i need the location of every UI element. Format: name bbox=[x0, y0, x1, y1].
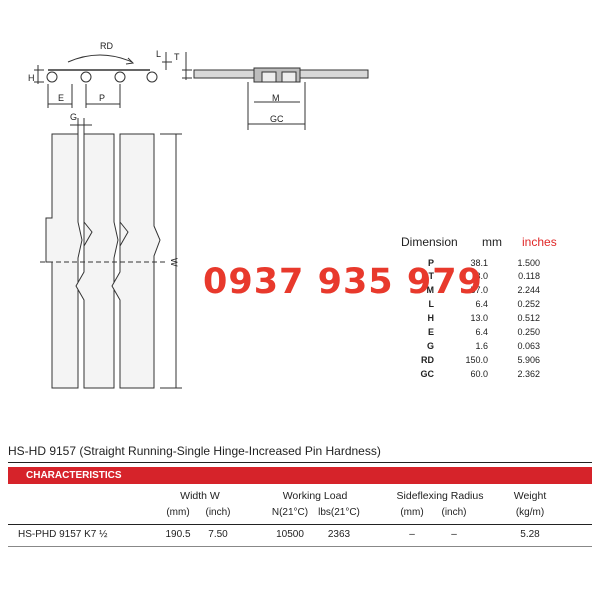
title-divider bbox=[8, 462, 592, 463]
cell-weight: 5.28 bbox=[520, 529, 540, 540]
subheader-width-inch: (inch) bbox=[205, 507, 231, 518]
cell-width-mm: 190.5 bbox=[165, 529, 191, 540]
subheader-weight-unit: (kg/m) bbox=[515, 507, 545, 518]
label-g: G bbox=[70, 112, 77, 122]
label-h: H bbox=[28, 73, 35, 83]
cell-load-n: 10500 bbox=[276, 529, 304, 540]
dim-mm: 1.6 bbox=[475, 341, 488, 351]
dim-mm: 150.0 bbox=[465, 355, 488, 365]
dim-mm: 6.4 bbox=[475, 299, 488, 309]
label-m: M bbox=[272, 93, 280, 103]
dim-mm: 38.1 bbox=[470, 258, 488, 268]
header-width: Width W bbox=[170, 490, 230, 502]
dim-label: T bbox=[428, 271, 435, 281]
dim-label: L bbox=[428, 299, 435, 309]
top-view-drawing bbox=[40, 118, 182, 389]
dimension-header-label: Dimension bbox=[401, 235, 458, 249]
dim-label: GC bbox=[420, 369, 435, 379]
chain-technical-drawing: RD L H E P T M GC G bbox=[28, 41, 369, 389]
label-l: L bbox=[156, 49, 161, 59]
characteristics-bar: CHARACTERISTICS bbox=[8, 467, 592, 484]
dim-mm: 13.0 bbox=[470, 313, 488, 323]
characteristics-label: CHARACTERISTICS bbox=[26, 470, 122, 481]
dim-inches: 0.250 bbox=[517, 327, 540, 337]
dim-label: P bbox=[427, 258, 434, 268]
header-width-w: W bbox=[209, 490, 220, 502]
dim-inches: 0.252 bbox=[517, 299, 540, 309]
dim-inches: 2.244 bbox=[517, 285, 540, 295]
dim-inches: 5.906 bbox=[517, 355, 540, 365]
subheader-load-n: N(21°C) bbox=[271, 507, 309, 518]
header-weight: Weight bbox=[513, 490, 547, 502]
subheader-side-inch: (inch) bbox=[441, 507, 467, 518]
subheader-load-lbs: lbs(21°C) bbox=[318, 507, 360, 518]
rd-arc bbox=[67, 54, 133, 63]
inches-header-label: inches bbox=[522, 235, 557, 249]
label-gc: GC bbox=[270, 114, 284, 124]
table-bottom-divider bbox=[8, 546, 592, 547]
subheader-width-mm: (mm) bbox=[166, 507, 190, 518]
dim-label: H bbox=[427, 313, 435, 323]
cell-side-inch: – bbox=[451, 529, 457, 540]
watermark-phone-number: 0937 935 979 bbox=[203, 262, 483, 302]
dim-label: E bbox=[427, 327, 434, 337]
subheader-side-mm: (mm) bbox=[400, 507, 424, 518]
label-e: E bbox=[58, 93, 64, 103]
header-sideflexing-radius: Sideflexing Radius bbox=[396, 490, 484, 502]
dim-mm: 57.0 bbox=[470, 285, 488, 295]
dim-mm: 6.4 bbox=[475, 327, 488, 337]
dim-mm: 3.0 bbox=[475, 271, 488, 281]
product-title: HS-HD 9157 (Straight Running-Single Hing… bbox=[8, 444, 381, 458]
label-rd: RD bbox=[100, 41, 113, 51]
header-width-label: Width bbox=[180, 490, 207, 502]
side-view-drawing bbox=[34, 52, 172, 108]
label-t: T bbox=[174, 52, 180, 62]
dim-inches: 1.500 bbox=[517, 258, 540, 268]
cell-width-inch: 7.50 bbox=[208, 529, 228, 540]
cell-model: HS-PHD 9157 K7 ½ bbox=[18, 529, 108, 540]
label-p: P bbox=[99, 93, 105, 103]
dim-inches: 0.118 bbox=[518, 271, 540, 281]
cell-load-lbs: 2363 bbox=[327, 529, 351, 540]
cell-side-mm: – bbox=[409, 529, 415, 540]
dim-inches: 0.512 bbox=[517, 313, 540, 323]
header-working-load: Working Load bbox=[282, 490, 348, 502]
dim-mm: 60.0 bbox=[470, 369, 488, 379]
dim-label: M bbox=[426, 285, 435, 295]
inches-header: inches bbox=[522, 235, 557, 249]
front-view-drawing bbox=[182, 52, 369, 130]
table-divider bbox=[8, 524, 592, 525]
label-w: W bbox=[169, 258, 179, 267]
dim-inches: 0.063 bbox=[517, 341, 540, 351]
mm-header: mm bbox=[482, 235, 502, 249]
dim-label: G bbox=[426, 341, 434, 351]
dimension-header: Dimension bbox=[401, 235, 458, 249]
dim-label: RD bbox=[421, 355, 434, 365]
dim-inches: 2.362 bbox=[517, 369, 540, 379]
